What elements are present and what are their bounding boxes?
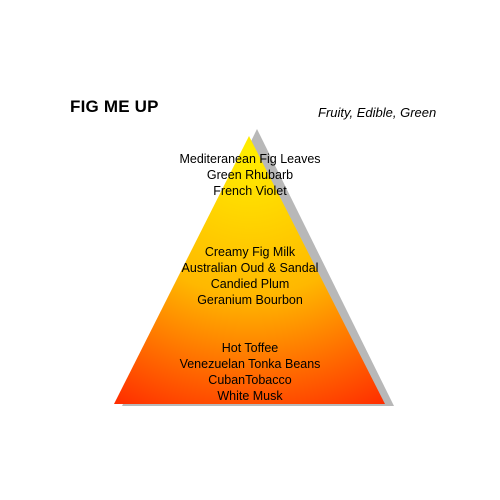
heart-notes: Creamy Fig Milk Australian Oud & Sandal … [100,244,400,308]
note: Australian Oud & Sandal [181,261,319,275]
top-notes: Mediteranean Fig Leaves Green Rhubarb Fr… [100,151,400,199]
note: Creamy Fig Milk [204,245,296,259]
base-notes: Hot Toffee Venezuelan Tonka Beans CubanT… [100,340,400,404]
note: French Violet [213,184,287,198]
note: CubanTobacco [208,373,292,387]
note: Venezuelan Tonka Beans [179,357,321,371]
tagline: Fruity, Edible, Green [318,105,437,120]
note: Candied Plum [210,277,290,291]
note: White Musk [217,389,283,403]
page-title: FIG ME UP [70,97,159,116]
note: Hot Toffee [221,341,279,355]
pyramid-body [114,136,385,404]
note: Mediteranean Fig Leaves [179,152,321,166]
note: Geranium Bourbon [197,293,303,307]
note: Green Rhubarb [206,168,294,182]
